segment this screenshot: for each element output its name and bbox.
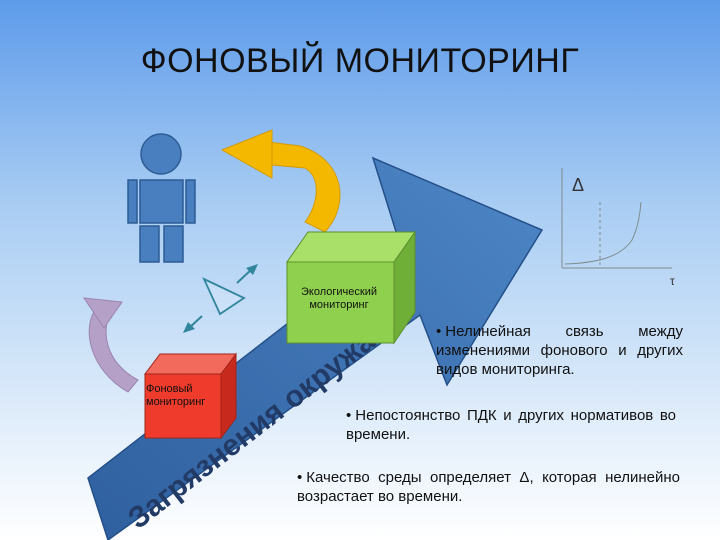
yellow-curved-arrow-icon bbox=[220, 129, 341, 233]
pollution-arrow: Загрязнения окружающей среды bbox=[0, 0, 544, 540]
graph-y-label: Δ bbox=[572, 175, 584, 195]
graph-x-label: τ bbox=[670, 274, 675, 288]
bullet-text: Качество среды определяет Δ, которая нел… bbox=[297, 469, 680, 505]
bullet-text: Непостоянство ПДК и других нормативов во… bbox=[346, 407, 676, 443]
bullet-item: •Непостоянство ПДК и других нормативов в… bbox=[346, 406, 676, 444]
graph-curve bbox=[564, 201, 642, 265]
slide-title: ФОНОВЫЙ МОНИТОРИНГ bbox=[140, 42, 580, 80]
teal-arrow-down-icon bbox=[183, 315, 203, 333]
bullet-symbol: • bbox=[436, 323, 442, 340]
purple-curved-arrow-icon bbox=[82, 297, 139, 393]
bullet-symbol: • bbox=[346, 407, 352, 424]
teal-arrow-up-icon bbox=[236, 264, 258, 284]
bullet-symbol: • bbox=[297, 469, 303, 486]
bullet-item: •Нелинейная связь между изменениями фоно… bbox=[436, 322, 683, 379]
bg-monitoring-box bbox=[144, 352, 237, 440]
bullet-item: •Качество среды определяет Δ, которая не… bbox=[297, 468, 680, 506]
bg-monitoring-label: Фоновый мониторинг bbox=[146, 383, 206, 408]
bullet-text: Нелинейная связь между изменениями фонов… bbox=[436, 323, 683, 378]
delta-time-graph: Δ τ bbox=[561, 168, 675, 288]
triangle-icon bbox=[202, 277, 246, 316]
eco-monitoring-box bbox=[286, 230, 416, 345]
person-icon bbox=[127, 133, 196, 263]
eco-monitoring-label: Экологический мониторинг bbox=[301, 286, 377, 311]
